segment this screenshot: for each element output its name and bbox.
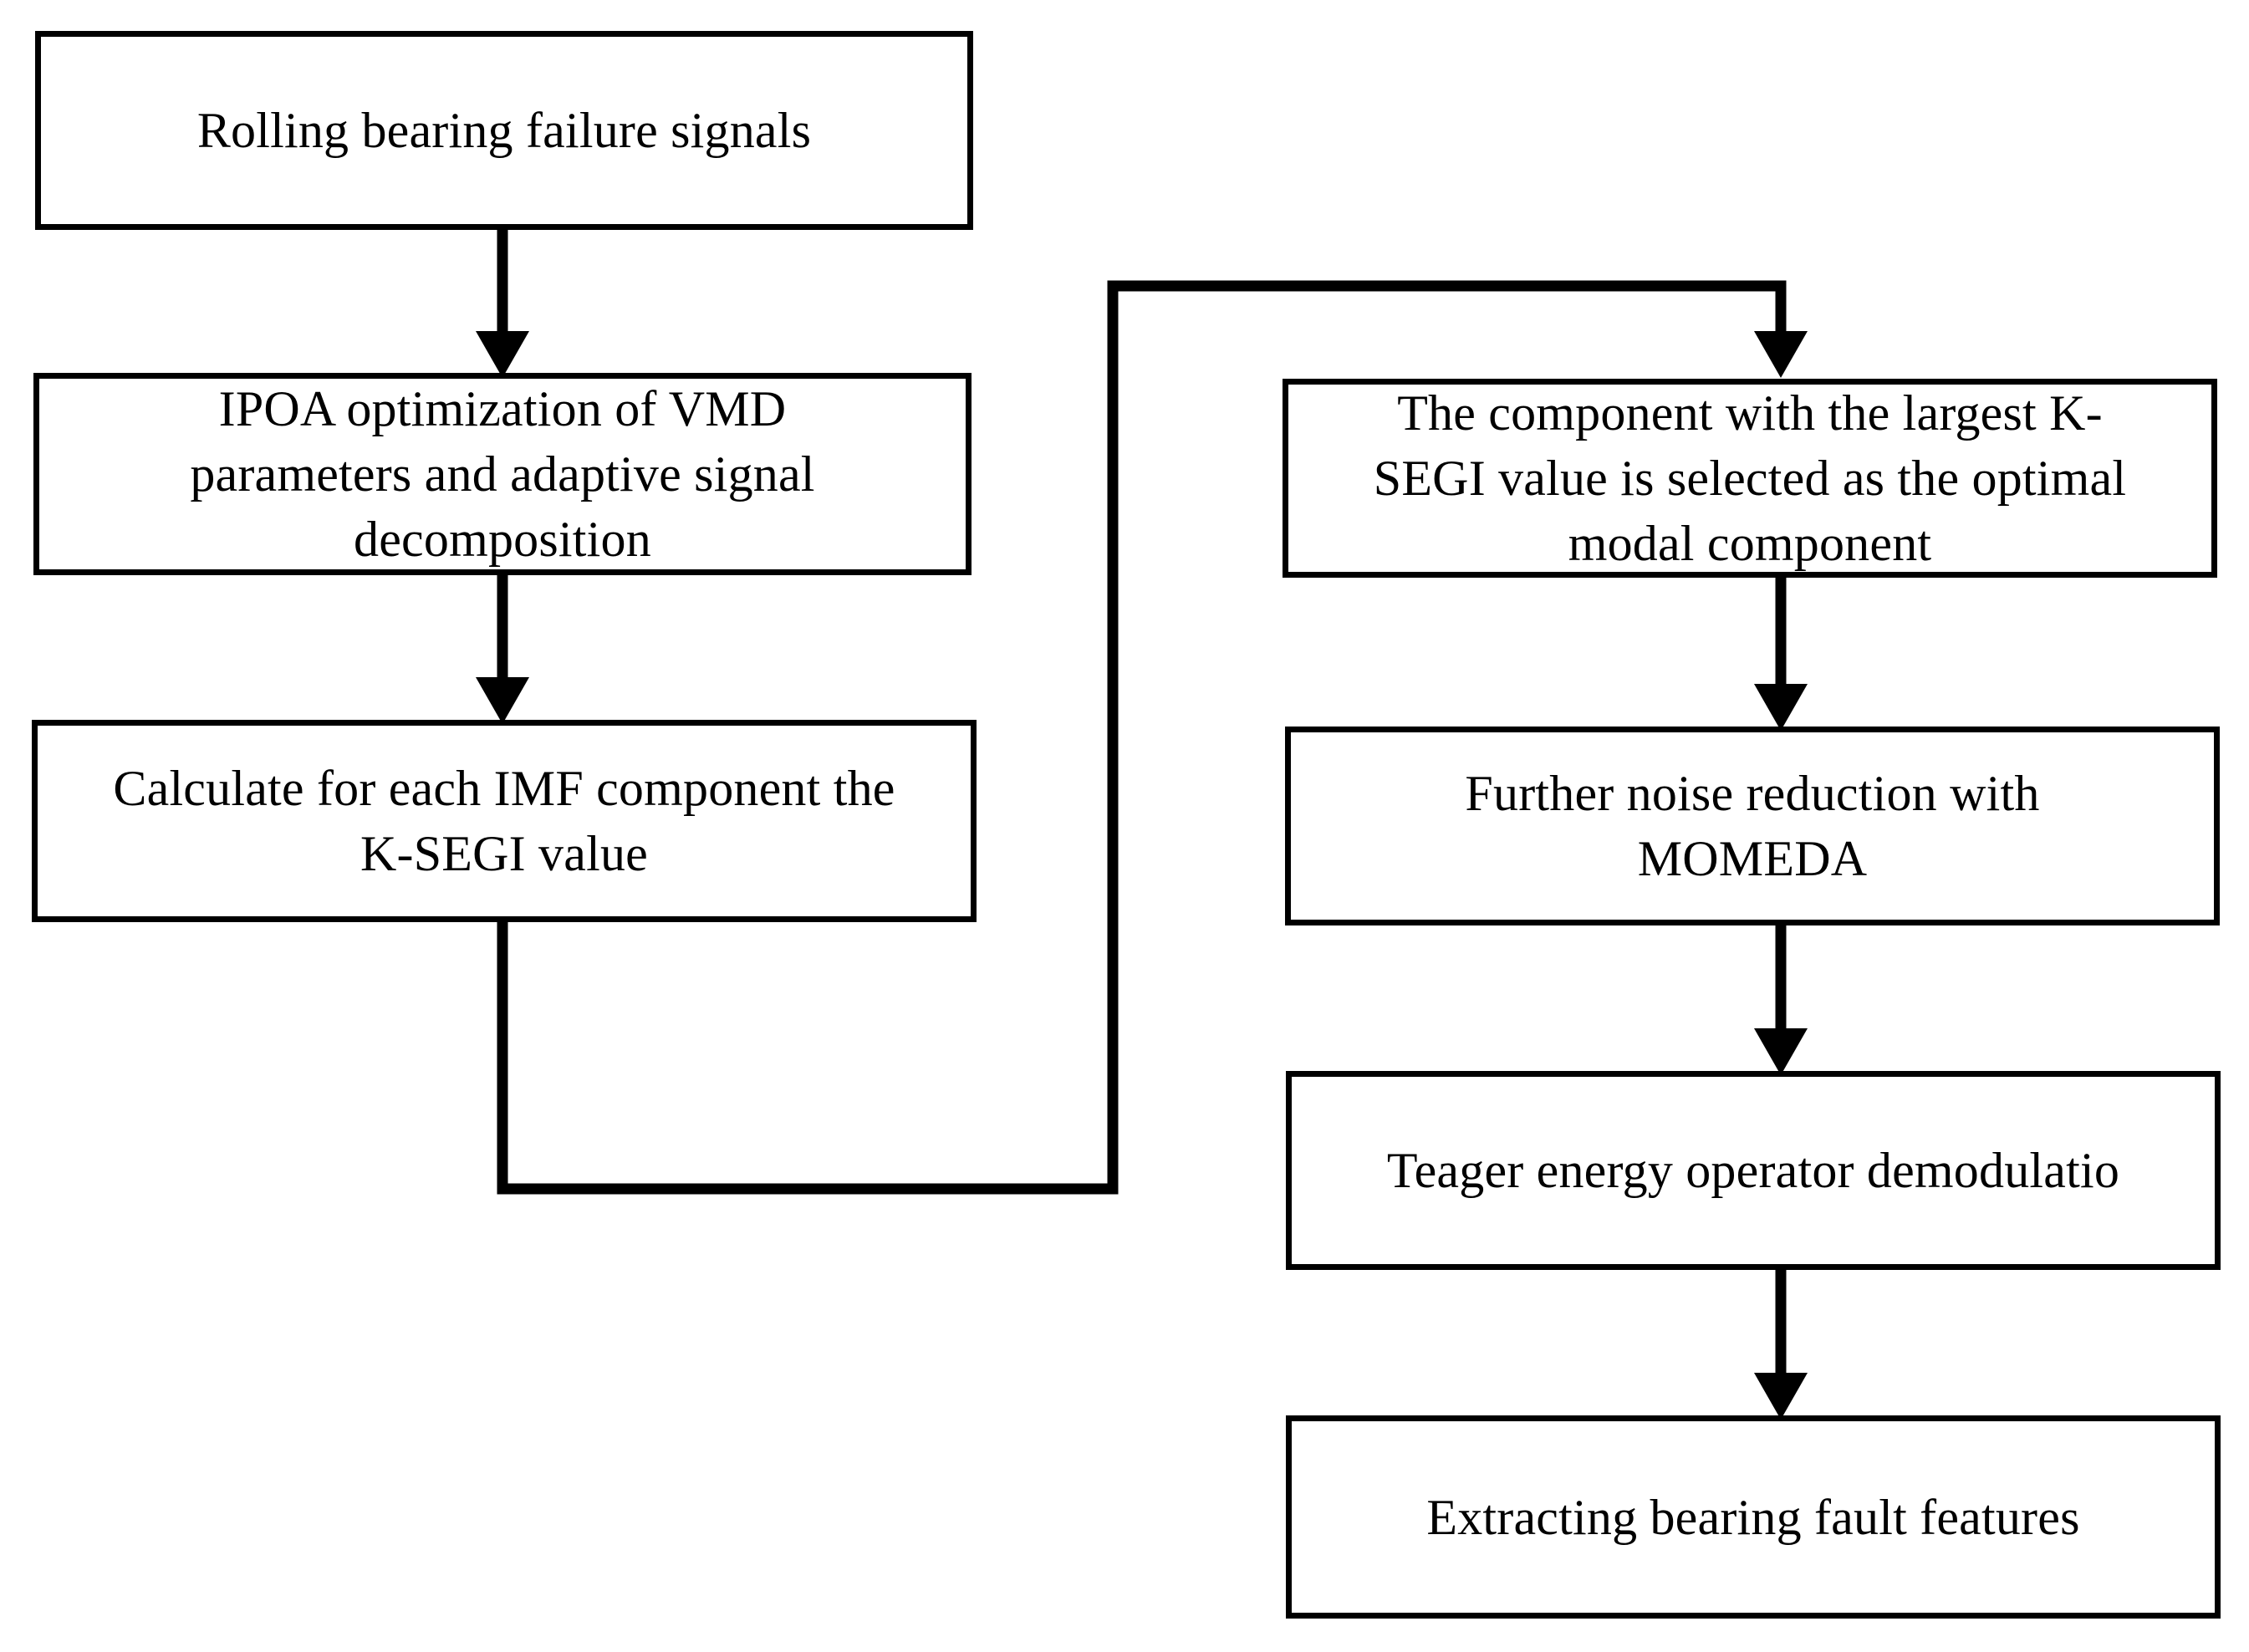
- node-label-n4: The component with the largest K- SEGI v…: [1373, 385, 2127, 571]
- node-label-n2: IPOA optimization of VMD parameters and …: [190, 381, 815, 567]
- connector-n3-to-n4: [497, 280, 1808, 1195]
- node-rolling-bearing-failure-signals[interactable]: Rolling bearing failure signals: [35, 31, 973, 230]
- arrow-n4-to-n5: [1754, 578, 1808, 731]
- arrow-n5-to-n6: [1754, 925, 1808, 1075]
- node-label-n1: Rolling bearing failure signals: [196, 103, 812, 158]
- node-label-n3: Calculate for each IMF component the K-S…: [113, 761, 895, 881]
- node-label-n5: Further noise reduction with MOMEDA: [1465, 766, 2040, 886]
- node-teager-energy-operator[interactable]: Teager energy operator demodulatio: [1286, 1071, 2221, 1270]
- node-select-optimal-modal-component[interactable]: The component with the largest K- SEGI v…: [1283, 379, 2217, 578]
- arrow-n1-to-n2: [476, 230, 529, 378]
- node-label-n7: Extracting bearing fault features: [1426, 1489, 2080, 1545]
- node-ipoa-optimization[interactable]: IPOA optimization of VMD parameters and …: [33, 373, 972, 575]
- node-extracting-bearing-fault-features[interactable]: Extracting bearing fault features: [1286, 1415, 2221, 1619]
- node-label-n6: Teager energy operator demodulatio: [1386, 1143, 2120, 1198]
- arrow-n6-to-n7: [1754, 1270, 1808, 1420]
- node-momeda-noise-reduction[interactable]: Further noise reduction with MOMEDA: [1285, 727, 2220, 925]
- arrow-n2-to-n3: [476, 575, 529, 724]
- node-calculate-k-segi[interactable]: Calculate for each IMF component the K-S…: [32, 720, 977, 922]
